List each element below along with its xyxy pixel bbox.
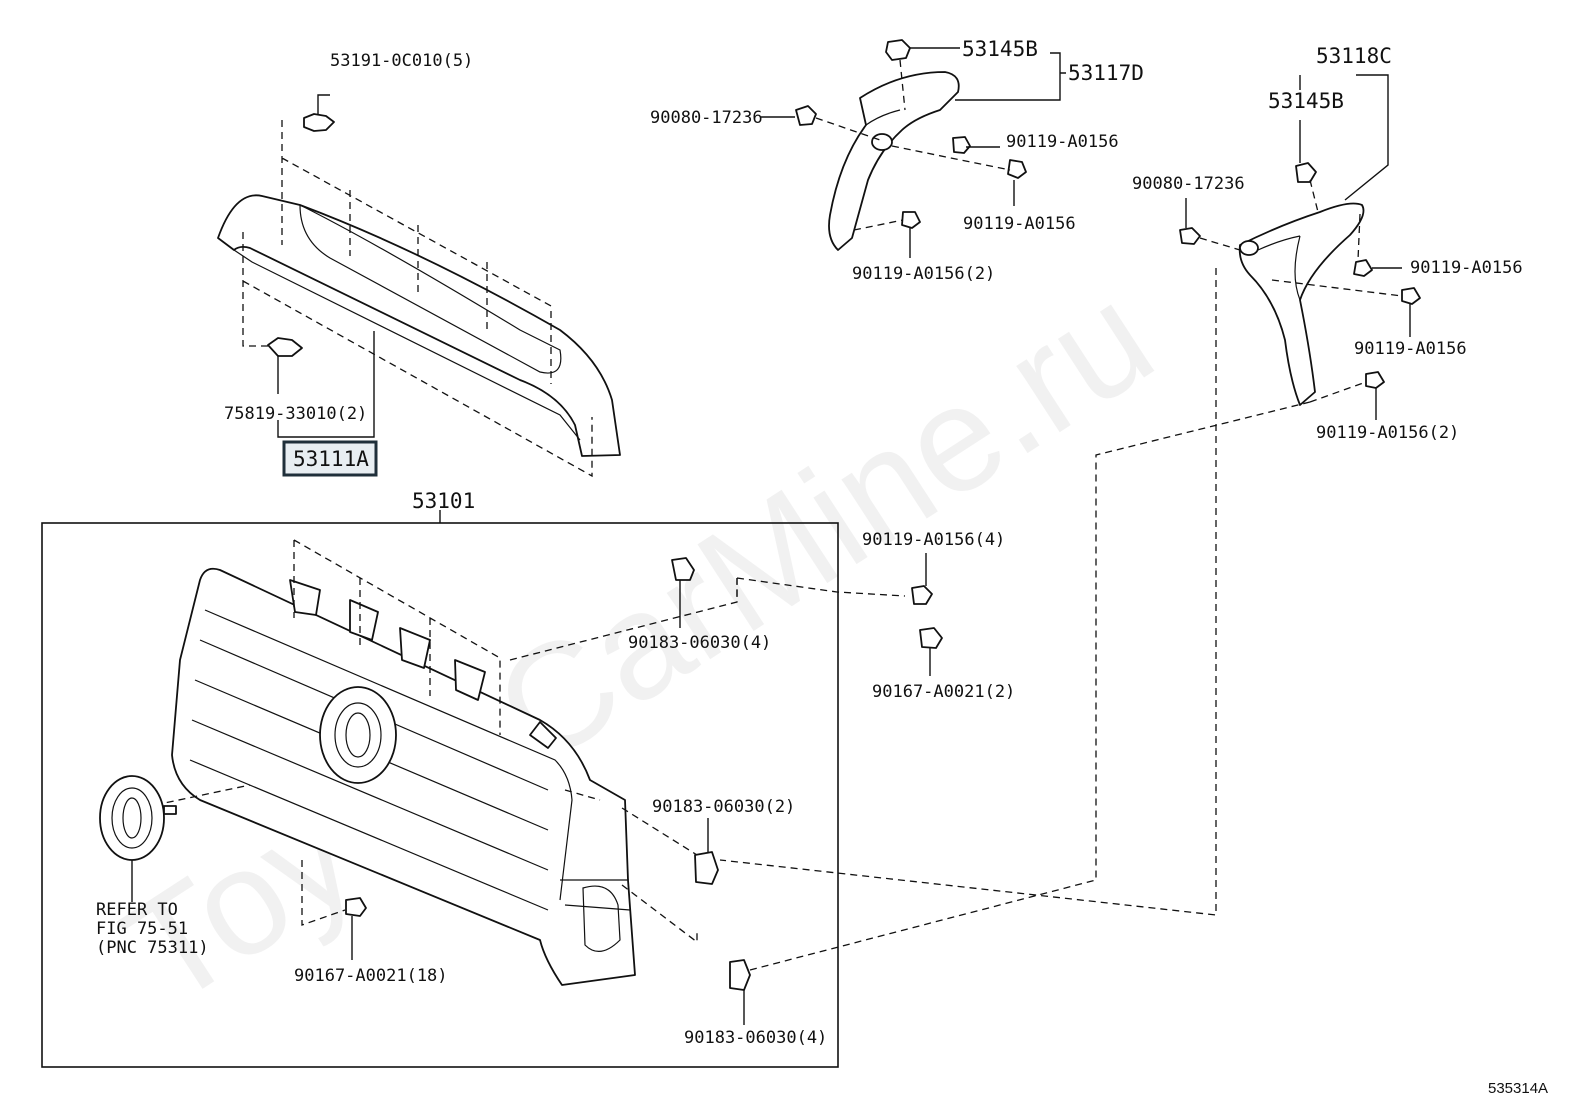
label-53191: 53191-0C010(5) bbox=[330, 51, 473, 71]
label-90119-f: 90119-A0156(2) bbox=[1316, 423, 1459, 443]
refer-note-line2: FIG 75-51 bbox=[96, 919, 188, 939]
radiator-grille bbox=[171, 567, 636, 986]
grille-upper-molding bbox=[217, 194, 621, 457]
label-90119-e: 90119-A0156 bbox=[1354, 339, 1467, 359]
label-90119-b: 90119-A0156 bbox=[963, 214, 1076, 234]
refer-note-line3: (PNC 75311) bbox=[96, 938, 209, 958]
label-90080-a: 90080-17236 bbox=[650, 108, 763, 128]
label-90167-a: 90167-A0021(2) bbox=[872, 682, 1015, 702]
fastener-group-grille bbox=[345, 557, 943, 991]
figure-number: 535314A bbox=[1488, 1080, 1548, 1097]
label-90183-b: 90183-06030(2) bbox=[652, 797, 795, 817]
label-90183-c: 90183-06030(4) bbox=[684, 1028, 827, 1048]
label-90119-d: 90119-A0156 bbox=[1410, 258, 1523, 278]
clip-53191 bbox=[303, 113, 335, 132]
bolt-group-53117d bbox=[795, 39, 1027, 229]
label-90119-c: 90119-A0156(2) bbox=[852, 264, 995, 284]
label-90080-b: 90080-17236 bbox=[1132, 174, 1245, 194]
clip-75819 bbox=[267, 337, 303, 357]
label-53111a: 53111A bbox=[293, 447, 369, 471]
label-53118c: 53118C bbox=[1316, 44, 1392, 68]
label-75819: 75819-33010(2) bbox=[224, 404, 367, 424]
label-90167-b: 90167-A0021(18) bbox=[294, 966, 448, 986]
refer-note-line1: REFER TO bbox=[96, 900, 178, 920]
highlight-box-53111a bbox=[282, 440, 378, 477]
bracket-53117d bbox=[828, 71, 960, 251]
toyota-emblem bbox=[99, 775, 177, 861]
label-53145b-right: 53145B bbox=[1268, 89, 1344, 113]
label-53145b-top: 53145B bbox=[962, 37, 1038, 61]
bracket-53118c bbox=[1238, 202, 1365, 406]
label-90119-g: 90119-A0156(4) bbox=[862, 530, 1005, 550]
label-53101: 53101 bbox=[412, 489, 475, 513]
label-90183-a: 90183-06030(4) bbox=[628, 633, 771, 653]
label-90119-a: 90119-A0156 bbox=[1006, 132, 1119, 152]
bolt-group-53118c bbox=[1179, 162, 1421, 389]
label-53117d: 53117D bbox=[1068, 61, 1144, 85]
